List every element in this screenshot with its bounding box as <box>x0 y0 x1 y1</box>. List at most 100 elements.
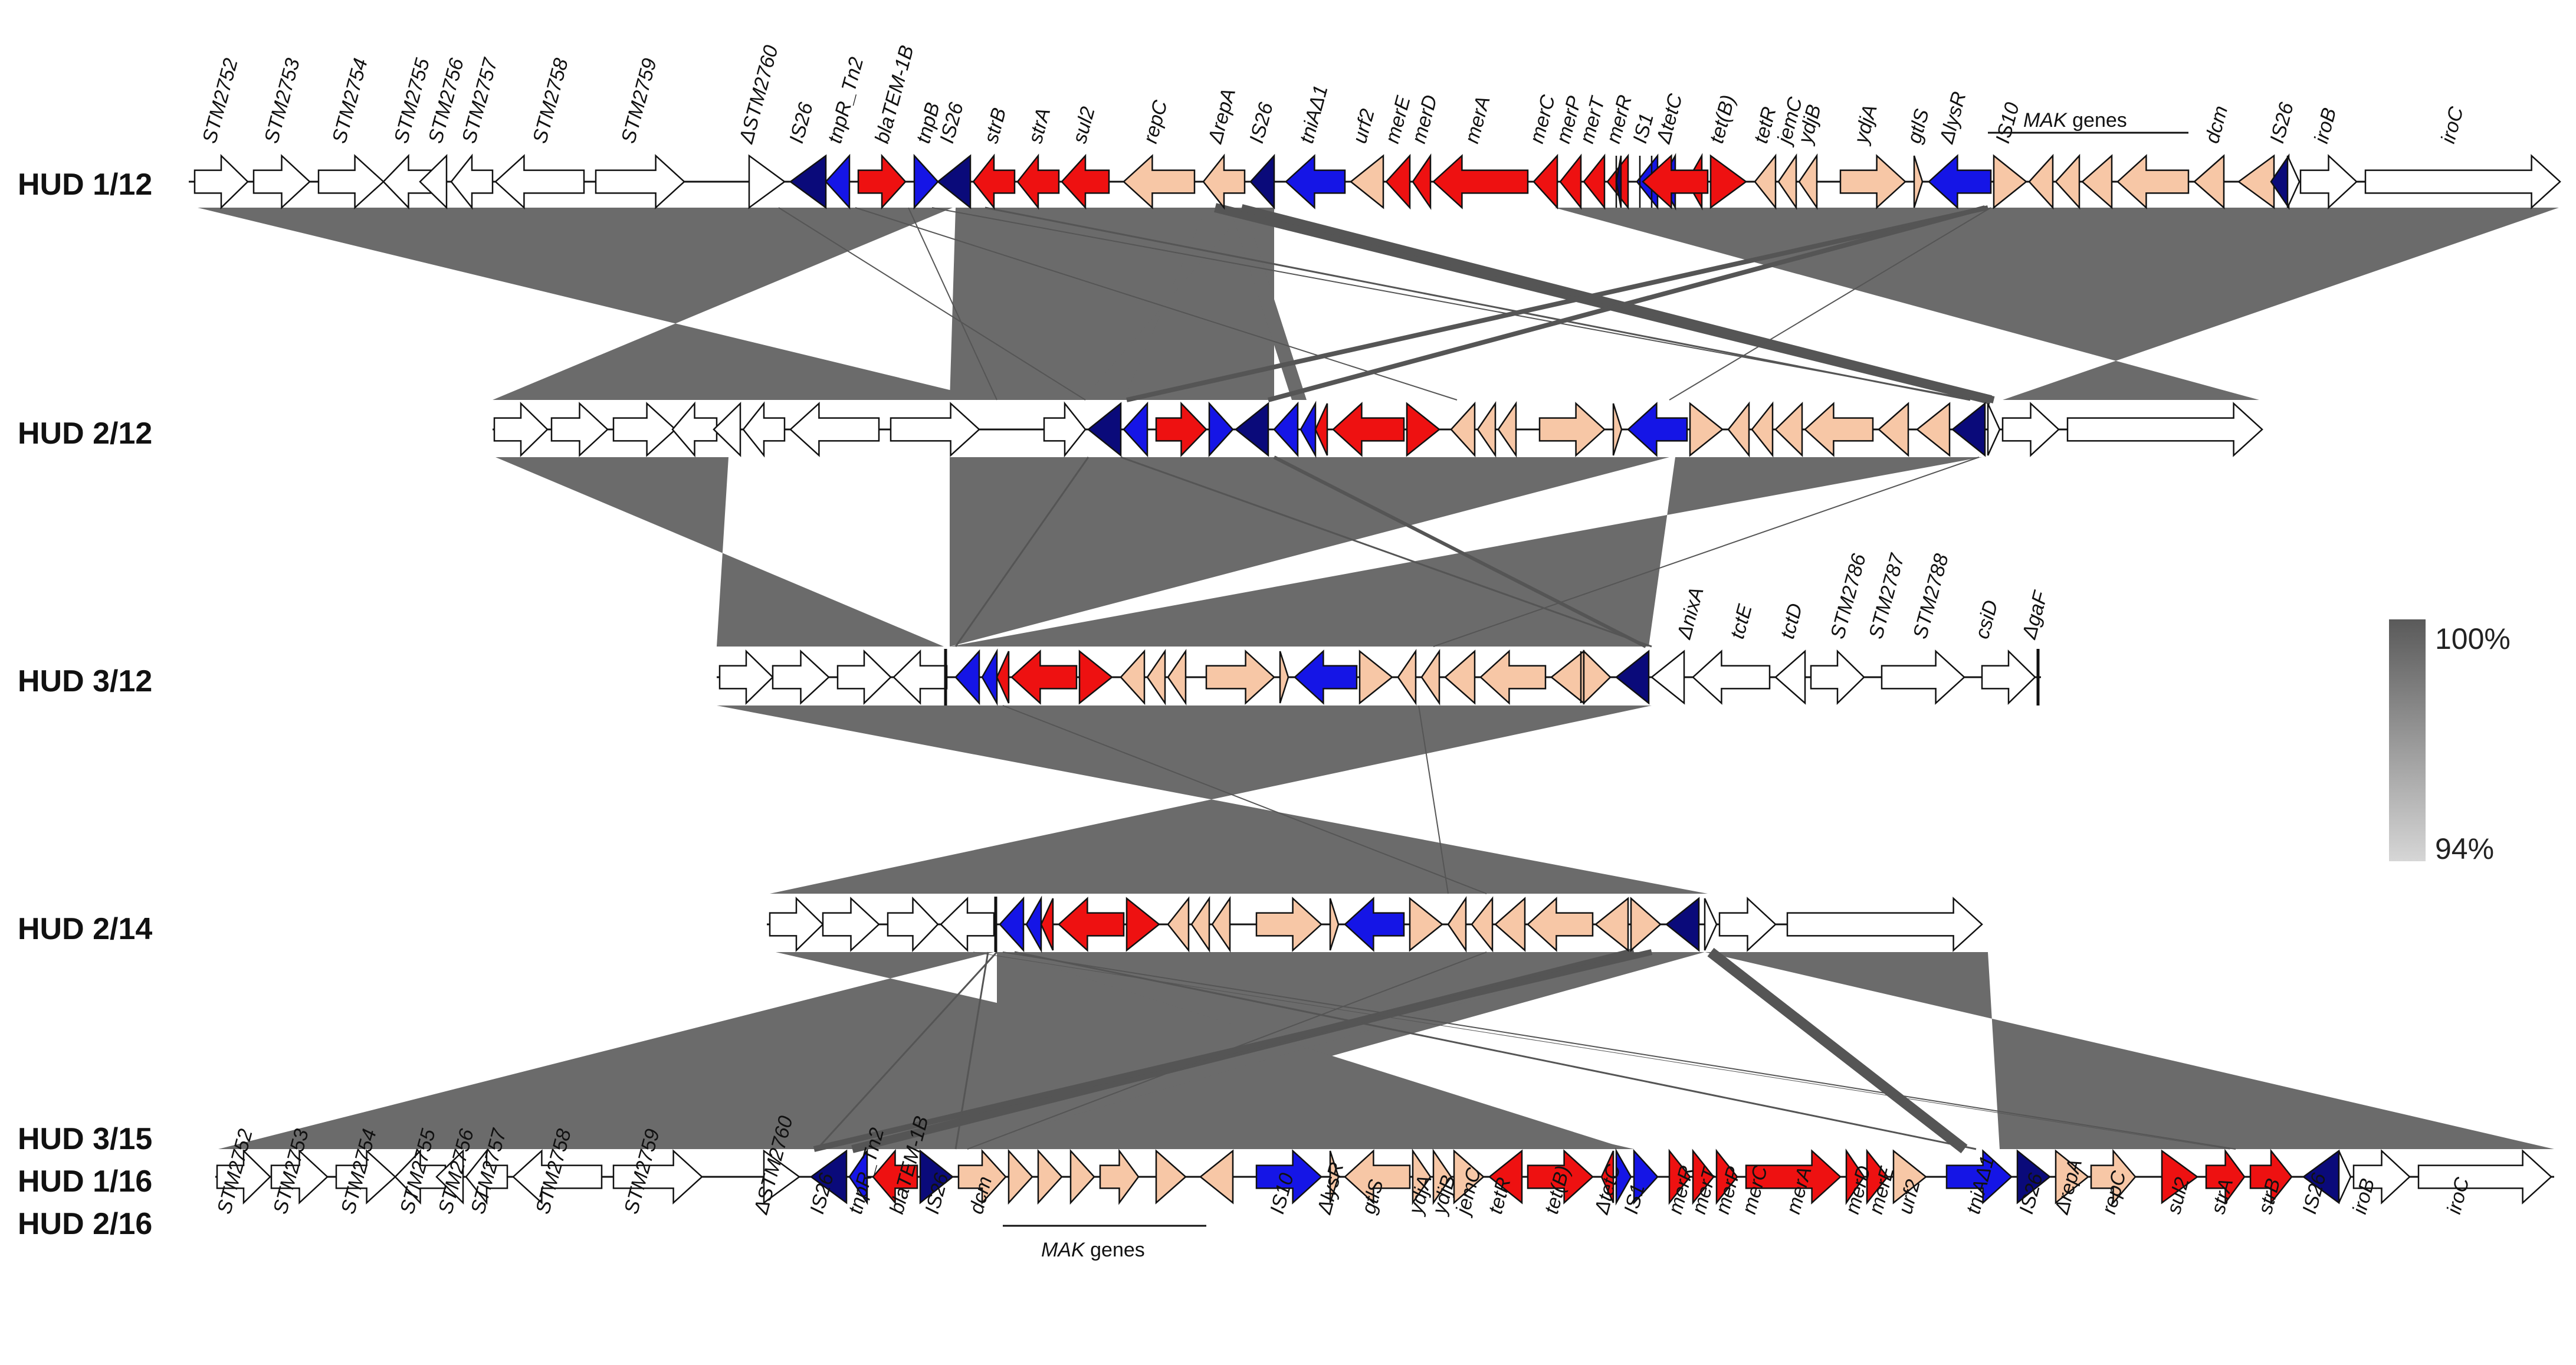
gene-arrow <box>1715 1149 1738 1205</box>
gene-arrow <box>1497 401 1517 458</box>
gene-label-top: repC <box>1139 98 1172 146</box>
gene-arrow <box>1332 402 1405 457</box>
gene-arrow <box>1358 649 1394 705</box>
homology-link <box>855 207 1458 401</box>
gene-label-top: IS10 <box>1991 100 2024 146</box>
homology-link <box>1120 456 1652 648</box>
gene-arrow <box>1010 649 1078 705</box>
gene-arrow <box>1709 154 1748 209</box>
gene-arrow <box>1025 895 1042 953</box>
gene-arrow <box>1892 1149 1928 1205</box>
homology-link <box>1418 705 1449 894</box>
gene-arrow <box>769 897 824 952</box>
gene-arrow <box>2338 1150 2352 1203</box>
homology-band-main <box>950 457 1982 647</box>
gene-arrow <box>1615 1148 1632 1206</box>
gene-arrow <box>2364 154 2561 209</box>
gene-arrow <box>1255 1149 1323 1205</box>
homology-link <box>954 457 1090 647</box>
gene-label-top: urf2 <box>1348 107 1379 146</box>
gene-arrow <box>1718 897 1777 952</box>
gene-arrow <box>1527 897 1594 952</box>
gene-arrow <box>270 1149 329 1205</box>
gene-arrow <box>1255 897 1323 952</box>
gene-arrow <box>1476 401 1497 458</box>
gene-arrow <box>1329 898 1340 951</box>
gene-arrow <box>1915 402 1951 457</box>
gene-arrow <box>1447 895 1467 953</box>
gene-arrow <box>1527 1149 1594 1205</box>
gene-arrow <box>1069 1149 1095 1205</box>
gene-arrow <box>1167 896 1190 953</box>
gene-arrow <box>1397 648 1417 706</box>
gene-label-top: tnpR_Tn2 <box>823 55 868 146</box>
gene-arrow <box>1120 649 1146 706</box>
mak-genes-label-top: MAK genes <box>2023 109 2127 132</box>
gene-arrow <box>2081 154 2113 209</box>
gene-arrow <box>2028 153 2054 210</box>
gene-arrow <box>1839 154 1906 209</box>
homology-band-backbone-left <box>198 208 991 400</box>
gene-arrow <box>1650 649 1685 705</box>
track-label-hud-1-16: HUD 1/16 <box>18 1164 152 1199</box>
gene-arrow <box>1208 401 1234 458</box>
track-label-hud-3-12: HUD 3/12 <box>18 664 152 698</box>
gene-arrow <box>465 1149 508 1205</box>
homology-link <box>973 951 2230 1150</box>
homology-link <box>1014 951 1977 1150</box>
homology-band-is26 <box>1082 208 1248 400</box>
gene-arrow <box>1349 154 1384 209</box>
homology-link <box>908 207 997 401</box>
gene-arrow <box>1406 402 1441 457</box>
gene-arrow <box>890 402 980 457</box>
gene-arrow <box>1804 402 1874 457</box>
gene-label-top: STM2752 <box>198 56 242 146</box>
gene-label-top: IS26 <box>2266 100 2298 146</box>
gene-arrow <box>512 1149 603 1205</box>
gene-arrow <box>954 649 980 706</box>
gene-arrow <box>382 153 435 210</box>
track-label-hud-1-12: HUD 1/12 <box>18 168 152 202</box>
gene-arrow <box>193 154 249 209</box>
gene-arrow <box>1774 402 1803 457</box>
gene-arrow <box>1494 897 1526 952</box>
gene-arrow <box>848 1148 868 1206</box>
gene-arrow <box>1453 1149 1485 1205</box>
homology-link-thick <box>813 949 1653 1152</box>
gene-arrow <box>1123 401 1148 458</box>
gene-arrow <box>1533 153 1558 210</box>
gene-arrow <box>1294 649 1358 705</box>
gene-label-top: IS26 <box>785 100 818 146</box>
mak-genes-label-bottom: MAK genes <box>1041 1239 1145 1261</box>
gene-arrow <box>822 897 880 952</box>
gene-arrow <box>892 649 948 705</box>
gene-arrow <box>450 153 494 210</box>
homology-link <box>1669 207 1991 401</box>
gene-arrow <box>494 154 585 209</box>
gene-arrow <box>550 402 609 457</box>
gene-arrow <box>957 1149 1007 1205</box>
gene-arrow <box>1615 155 1622 208</box>
gene-arrow <box>1155 401 1207 458</box>
gene-arrow <box>1234 402 1269 457</box>
gene-label-top: merA <box>1461 94 1495 146</box>
gene-arrow <box>1344 897 1405 952</box>
track-hud-2-14 <box>767 895 1983 953</box>
gene-arrow <box>936 154 972 209</box>
gene-arrow <box>252 154 311 209</box>
gene-arrow <box>1167 648 1187 706</box>
gene-label-bottom: tetR <box>1484 1175 1515 1216</box>
gene-arrow <box>1329 1150 1340 1203</box>
gene-arrow <box>1432 1148 1452 1206</box>
gene-arrow <box>1993 154 2028 209</box>
gene-arrow <box>1704 898 1718 951</box>
gene-arrow <box>1146 648 1166 706</box>
gene-label-top: sul2 <box>1068 104 1100 146</box>
homology-link <box>1002 951 2236 1150</box>
scale-min-label: 94% <box>2435 832 2494 865</box>
homology-band-backbone-right <box>1554 208 2559 400</box>
gene-arrow <box>1951 402 1986 457</box>
gene-label-track3: STM2788 <box>1909 552 1953 641</box>
